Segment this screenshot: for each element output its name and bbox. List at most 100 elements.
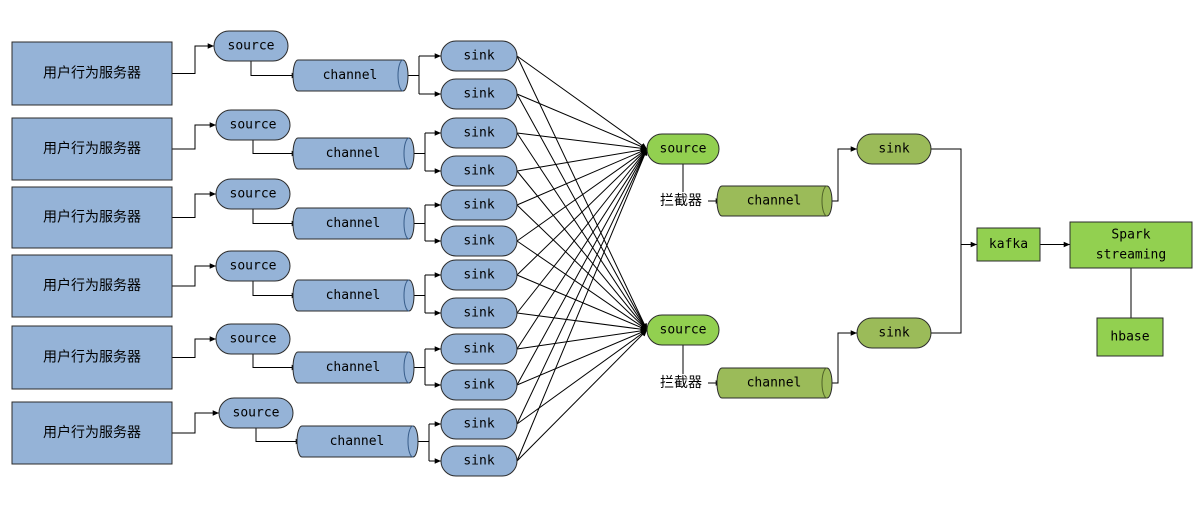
channel-to-sink-lines [408, 55, 441, 95]
server-box-5[interactable]: 用户行为服务器 [11, 325, 173, 390]
agent-channel-1-label: channel [323, 68, 378, 83]
agent-sink-4b-label: sink [463, 306, 494, 321]
agent-sink-1b-label: sink [463, 87, 494, 102]
collector-channel-1-end-cap [821, 185, 828, 217]
server-box-1-shape [11, 41, 173, 106]
collector-source-2[interactable]: source [646, 314, 720, 346]
collector-source-2-shape [646, 314, 720, 346]
agent-sink-3b-shape [440, 225, 518, 257]
agent-source-2-label: source [230, 118, 277, 133]
server-box-4[interactable]: 用户行为服务器 [11, 254, 173, 318]
agent-source-1[interactable]: source [213, 30, 289, 62]
server-box-6[interactable]: 用户行为服务器 [11, 401, 173, 465]
nodes-layer: 用户行为服务器sourcechannelsinksink用户行为服务器sourc… [11, 30, 1193, 477]
agent-channel-4[interactable]: channel [292, 279, 415, 312]
server-to-source-line [172, 336, 216, 358]
sink-to-collector-line [516, 148, 648, 314]
collector-sink-2-label: sink [878, 326, 909, 341]
agent-source-6[interactable]: source [218, 397, 294, 429]
collector-sink-1-label: sink [878, 142, 909, 157]
sink-to-collector-line [516, 147, 648, 172]
agent-sink-3b[interactable]: sink [440, 225, 518, 257]
agent-sink-2b[interactable]: sink [440, 155, 518, 187]
collector-source-1[interactable]: source [646, 133, 720, 165]
agent-sink-6b[interactable]: sink [440, 445, 518, 477]
agent-source-2[interactable]: source [215, 109, 291, 141]
agent-sink-2a-label: sink [463, 126, 494, 141]
agent-source-4-shape [215, 250, 291, 282]
agent-channel-6[interactable]: channel [296, 425, 419, 458]
agent-channel-3-end-cap [403, 207, 410, 240]
hbase-box-label: hbase [1110, 330, 1149, 345]
sink-to-collector-line [516, 93, 648, 150]
agent-sink-1a-shape [440, 40, 518, 72]
server-box-5-shape [11, 325, 173, 390]
sink-to-collector-line [516, 170, 648, 331]
collector-sink-2[interactable]: sink [856, 317, 932, 349]
server-to-source-line [172, 410, 219, 434]
sink-to-collector-line [516, 329, 648, 462]
agent-channel-2[interactable]: channel [292, 137, 415, 170]
sink-to-collector-line [516, 148, 648, 462]
agent-sink-1a-label: sink [463, 49, 494, 64]
source-to-channel-line [252, 354, 298, 371]
interceptor-label-2: 拦截器 [660, 375, 702, 391]
server-box-5-label: 用户行为服务器 [43, 349, 141, 366]
server-box-1[interactable]: 用户行为服务器 [11, 41, 173, 106]
agent-sink-3a-label: sink [463, 198, 494, 213]
connection-lines [172, 43, 1132, 464]
agent-source-5[interactable]: source [215, 323, 291, 355]
agent-sink-3a-shape [440, 189, 518, 221]
agent-sink-2a[interactable]: sink [440, 117, 518, 149]
agent-sink-1b[interactable]: sink [440, 78, 518, 110]
sink-to-collector-line [516, 148, 648, 350]
agent-channel-5-end-cap [403, 351, 410, 384]
sinks-to-kafka-merge [931, 148, 962, 334]
agent-channel-1[interactable]: channel [292, 59, 409, 92]
source-to-channel-line [252, 209, 298, 227]
agent-sink-4b[interactable]: sink [440, 297, 518, 329]
server-box-4-label: 用户行为服务器 [43, 277, 141, 294]
agent-channel-2-label: channel [326, 146, 381, 161]
agent-sink-5b[interactable]: sink [440, 369, 518, 401]
channel-to-sink-lines [414, 274, 441, 314]
agent-channel-3[interactable]: channel [292, 207, 415, 240]
server-box-2[interactable]: 用户行为服务器 [11, 117, 173, 181]
agent-sink-5b-label: sink [463, 378, 494, 393]
agent-sink-3a[interactable]: sink [440, 189, 518, 221]
agent-sink-4a-shape [440, 259, 518, 291]
collector-channel-2[interactable]: channel [716, 367, 833, 399]
sink-to-collector-line [516, 148, 648, 206]
agent-sink-2a-shape [440, 117, 518, 149]
hbase-box[interactable]: hbase [1096, 317, 1164, 357]
agent-sink-5a[interactable]: sink [440, 333, 518, 365]
agent-sink-6a[interactable]: sink [440, 408, 518, 440]
kafka-box[interactable]: kafka [976, 227, 1041, 262]
collector-sink-1-shape [856, 133, 932, 165]
channel-to-sink-line [832, 146, 857, 202]
agent-channel-4-end-cap [403, 279, 410, 312]
server-box-6-label: 用户行为服务器 [43, 424, 141, 441]
agent-sink-2b-label: sink [463, 164, 494, 179]
server-box-3[interactable]: 用户行为服务器 [11, 186, 173, 249]
agent-sink-1a[interactable]: sink [440, 40, 518, 72]
channel-to-sink-line [832, 330, 857, 384]
agent-source-3[interactable]: source [215, 178, 291, 210]
source-to-channel-line [255, 428, 302, 445]
agent-sink-5a-shape [440, 333, 518, 365]
collector-sink-1[interactable]: sink [856, 133, 932, 165]
sink-to-collector-line [516, 148, 648, 242]
channel-to-sink-lines [418, 423, 441, 462]
sink-to-collector-line [516, 274, 648, 331]
agent-channel-1-end-cap [397, 59, 404, 92]
agent-sink-4a[interactable]: sink [440, 259, 518, 291]
collector-channel-1[interactable]: channel [716, 185, 833, 217]
collector-sink-2-shape [856, 317, 932, 349]
agent-source-3-label: source [230, 187, 277, 202]
spark-label-line1: Spark [1111, 228, 1150, 243]
source-to-channel-line [252, 281, 298, 299]
agent-channel-5[interactable]: channel [292, 351, 415, 384]
agent-source-4[interactable]: source [215, 250, 291, 282]
